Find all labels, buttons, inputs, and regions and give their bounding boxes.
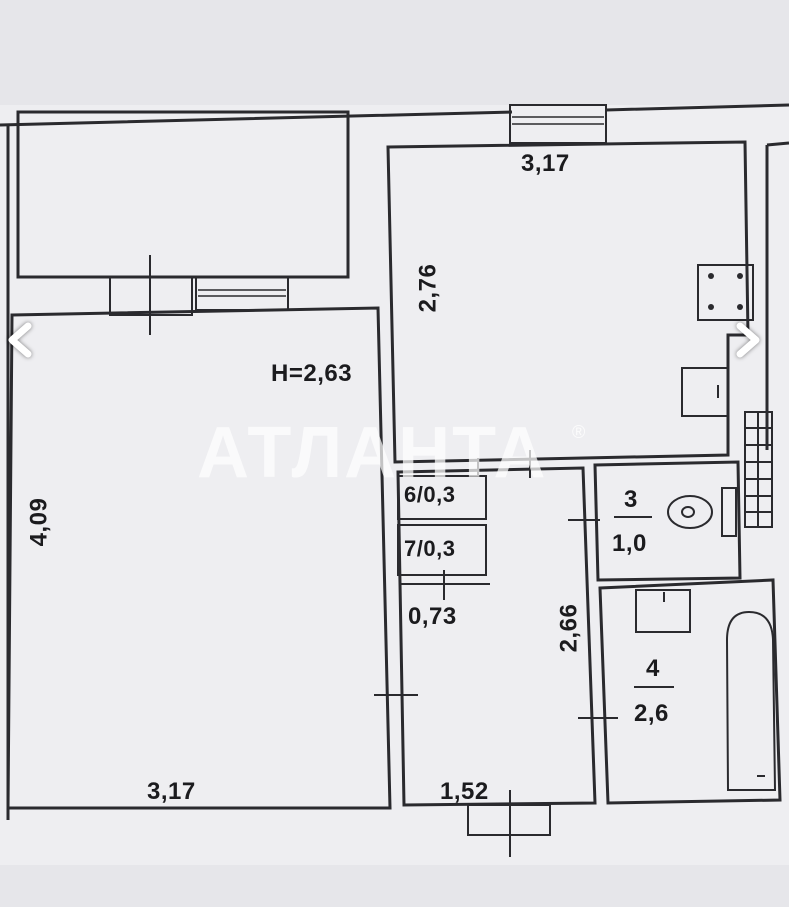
bath-number-label: 4 (646, 655, 660, 682)
bathroom (598, 578, 782, 805)
wc-area-label: 1,0 (612, 530, 647, 557)
bath-area-label: 2,6 (634, 700, 669, 727)
kitchen-depth-label: 2,76 (414, 263, 442, 313)
kitchen (386, 140, 750, 464)
closet-6-label: 6/0,3 (404, 482, 456, 507)
watermark-logo: АТЛАНТА (197, 413, 548, 493)
hall-length-label: 2,66 (555, 603, 583, 653)
chevron-left-icon (8, 322, 32, 358)
next-image-button[interactable] (724, 318, 768, 362)
stove (697, 264, 754, 321)
previous-image-button[interactable] (0, 318, 44, 362)
closet-7 (397, 524, 487, 576)
hall-width-label: 1,52 (440, 778, 489, 805)
wc-fraction-line (614, 516, 652, 518)
living-room (6, 306, 392, 810)
wc (593, 460, 742, 582)
kitchen-width-label: 3,17 (521, 150, 570, 177)
ceiling-height-label: H=2,63 (271, 360, 353, 387)
closet-width-label: 0,73 (408, 603, 457, 630)
sink (681, 367, 729, 417)
registered-mark: ® (572, 422, 586, 442)
kitchen-window (509, 104, 607, 144)
bath-fraction-line (634, 686, 674, 688)
room-width-label: 3,17 (147, 778, 196, 805)
bathtub (725, 610, 777, 791)
room-depth-label: 4,09 (25, 497, 53, 547)
chevron-right-icon (736, 322, 760, 358)
closet-6 (397, 475, 487, 520)
closet-7-label: 7/0,3 (404, 536, 456, 561)
wc-number-label: 3 (624, 486, 638, 513)
